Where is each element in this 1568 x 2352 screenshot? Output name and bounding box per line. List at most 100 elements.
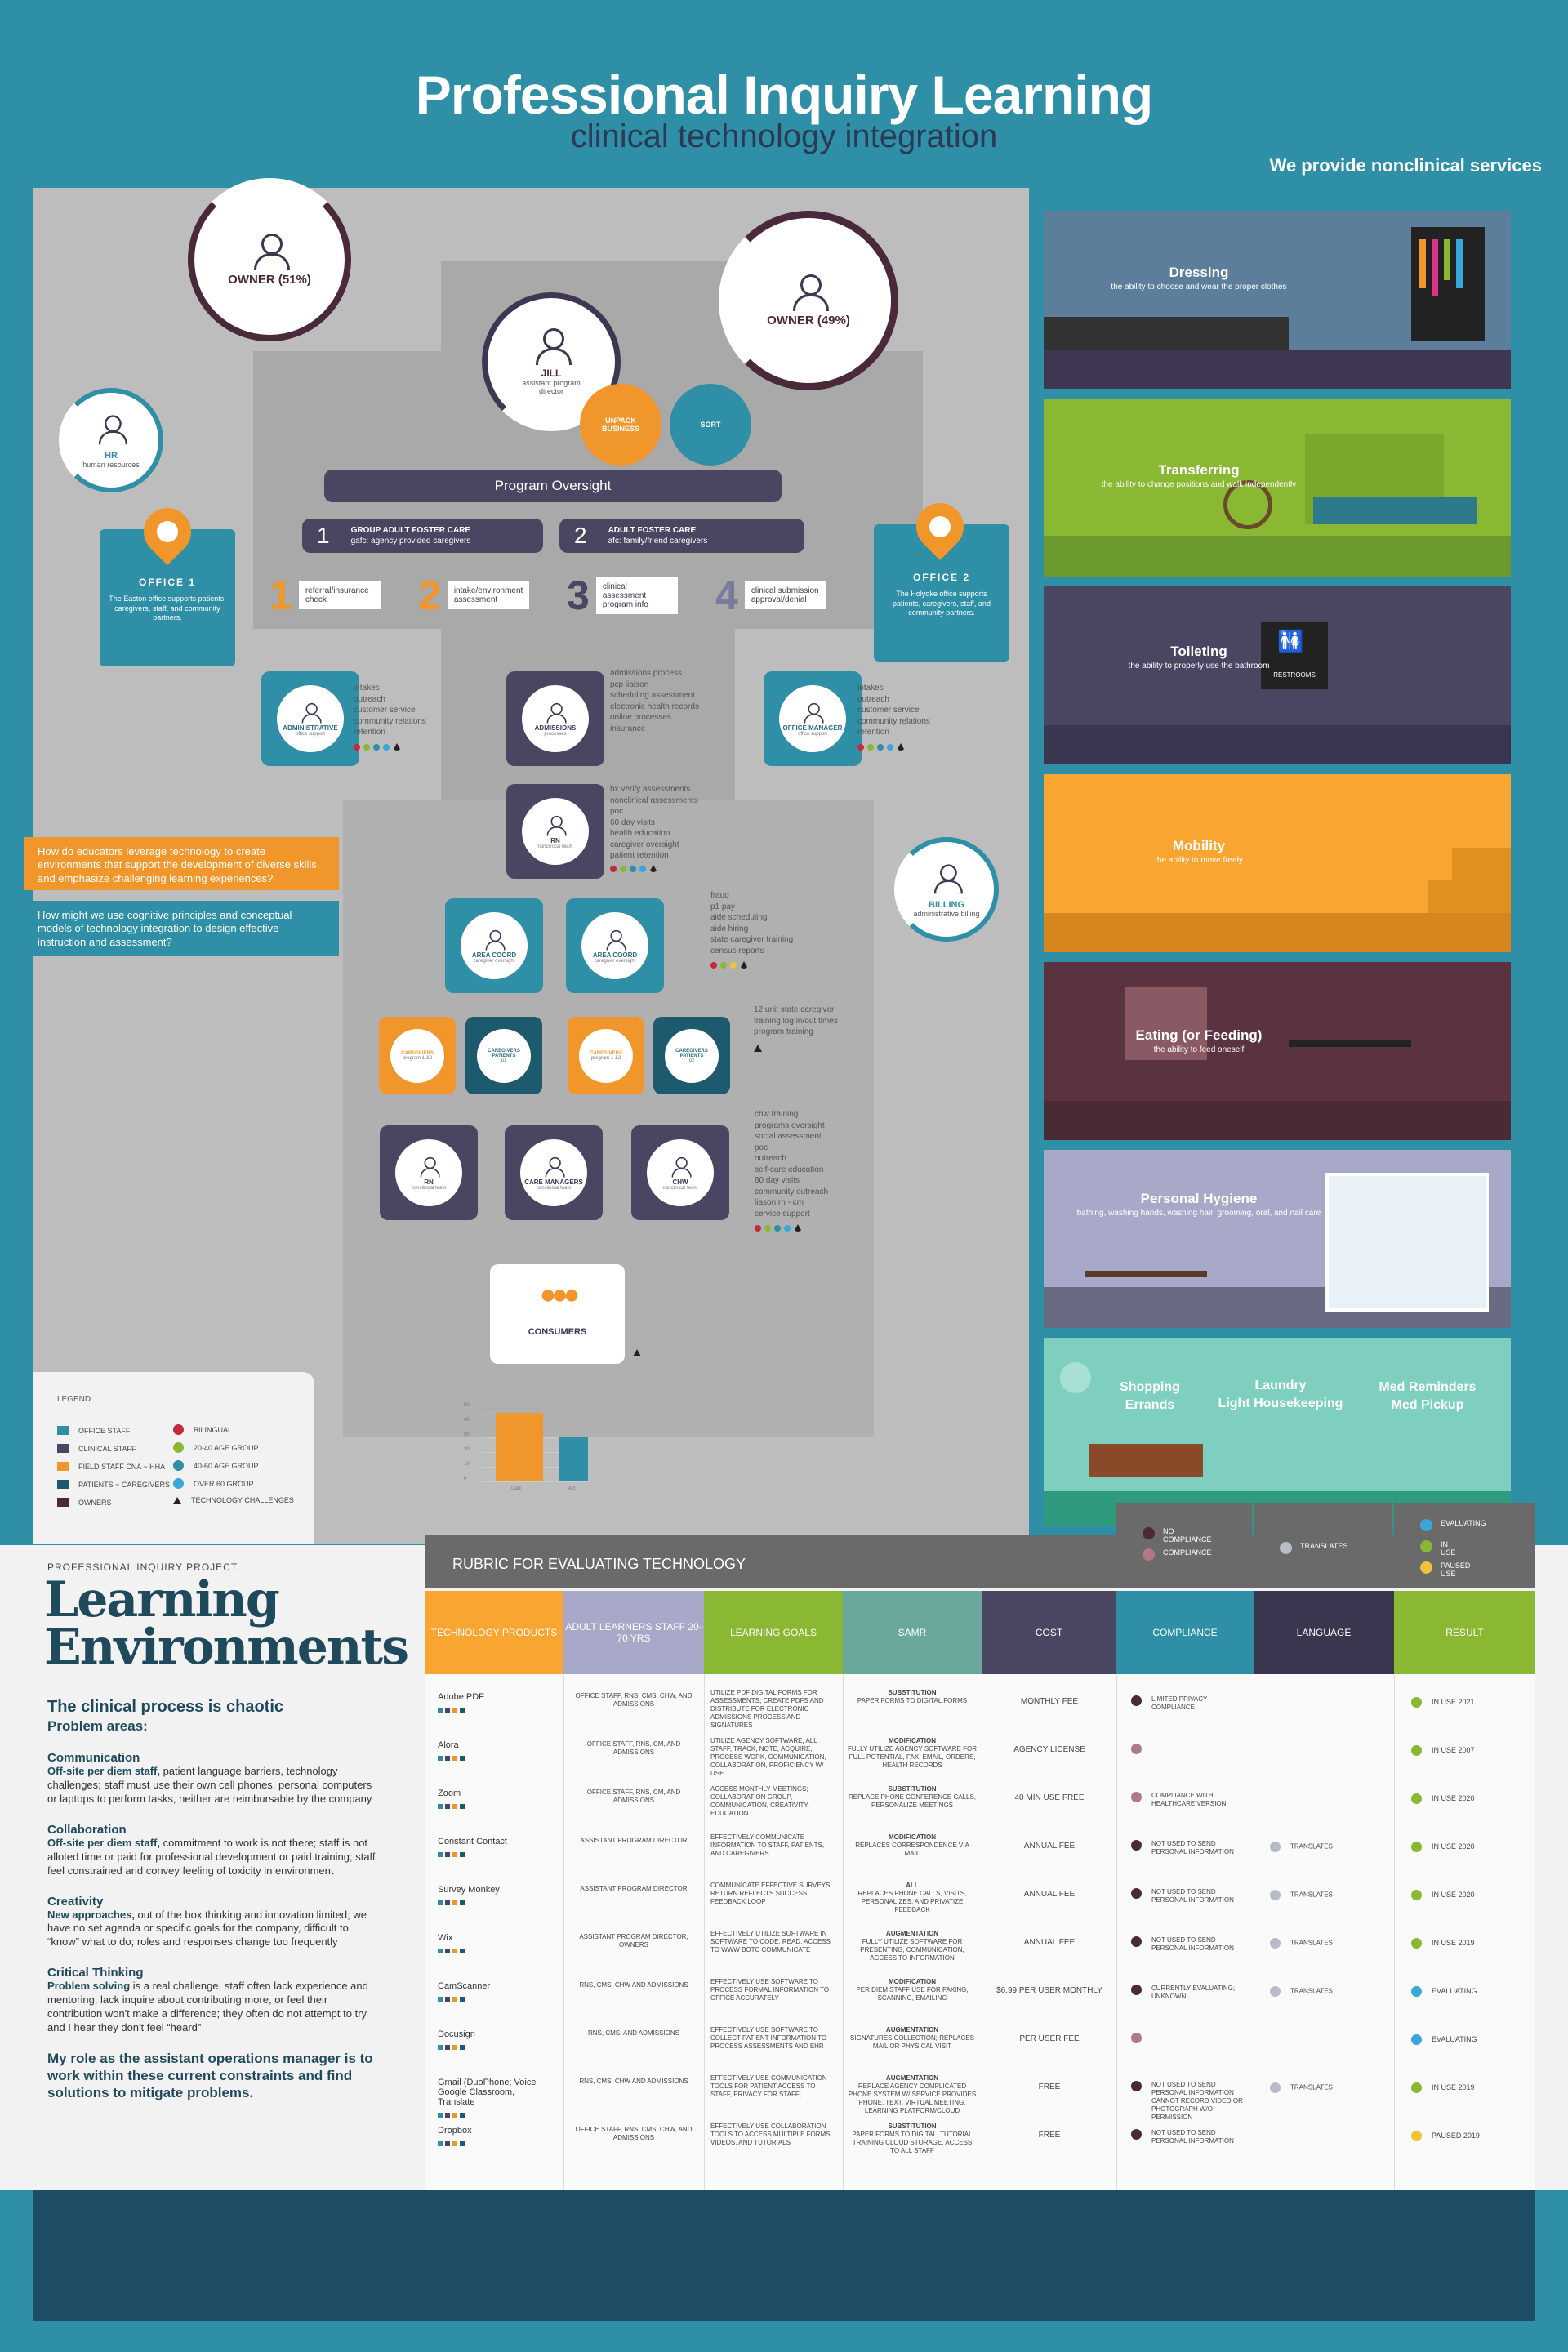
program-title: GROUP ADULT FOSTER CARE [350,526,471,535]
rubric-staff: ASSISTANT PROGRAM DIRECTOR, OWNERS [579,1933,688,1949]
chart-bar-afc [559,1437,588,1481]
sort-circle: SORT [670,384,751,466]
owner-49-circle: OWNER (49%) [719,211,898,390]
col-header-compliance: COMPLIANCE [1116,1591,1254,1674]
rubric-goal: ACCESS MONTHLY MEETINGS; COLLABORATION G… [710,1785,809,1817]
program-desc: gafc: agency provided caregivers [350,537,471,546]
rubric-staff: RNS, CMS, CHW AND ADMISSIONS [579,1981,688,1989]
rubric-result: IN USE 2020 [1411,1842,1530,1852]
office-2-desc: The Holyoke office supports patients, ca… [893,590,991,617]
problem-areas: The clinical process is chaotic Problem … [47,1697,382,2102]
billing-circle: BILLING administrative billing [894,837,999,942]
legend-title: LEGEND [57,1395,91,1404]
legend-dot: 20-40 AGE GROUP [173,1442,259,1453]
rubric-goal: UTILIZE AGENCY SOFTWARE, ALL STAFF, TRAC… [710,1737,826,1777]
rubric-compliance: COMPLIANCE WITH HEALTHCARE VERSION [1131,1792,1250,1808]
footer [33,2190,1535,2321]
person-icon [96,415,128,445]
service-mobility: Mobility the ability to move freely [1044,774,1511,952]
chart-bar-gafc [496,1413,543,1481]
col-body [1116,1674,1254,2192]
rubric-cost: MONTHLY FEE [1020,1697,1079,1706]
service-desc: the ability to properly use the bathroom [1128,662,1270,670]
inquiry-question-2: How might we use cognitive principles an… [24,901,339,956]
rubric-staff: RNS, CMS, AND ADMISSIONS [587,2029,680,2037]
service-title: Laundry [1254,1379,1307,1392]
rubric-product: Survey Monkey [438,1885,552,1908]
rubric-goal: UTILIZE PDF DIGITAL FORMS FOR ASSESSMENT… [710,1689,824,1729]
col-body [564,1674,704,2192]
rubric-staff: RNS, CMS, CHW AND ADMISSIONS [579,2078,688,2085]
rubric-cost: ANNUAL FEE [1023,1842,1076,1851]
col-body [982,1674,1116,2192]
col-body [1254,1674,1394,2192]
legend-dot: OVER 60 GROUP [173,1478,254,1489]
service-personal-hygiene: Personal Hygiene bathing, washing hands,… [1044,1150,1511,1328]
office-1-card: OFFICE 1 The Easton office supports pati… [100,529,235,666]
rubric-result: IN USE 2019 [1411,2082,1530,2093]
owner-49-label: OWNER (49%) [767,313,850,327]
rubric-product: Adobe PDF [438,1692,552,1715]
rubric-staff: ASSISTANT PROGRAM DIRECTOR [580,1885,688,1892]
rubric-language: TRANSLATES [1270,1986,1388,1997]
rubric-product: Zoom [438,1788,552,1811]
hr-role: human resources [82,461,140,469]
rubric-cost: ANNUAL FEE [1023,1938,1076,1947]
service-toileting: RESTROOMS 🚻 Toileting the ability to pro… [1044,586,1511,764]
compliance-legend: NO COMPLIANCE COMPLIANCE [1116,1503,1252,1588]
service-title: Mobility [1172,838,1226,853]
unpack-business-circle: UNPACK BUSINESS [580,384,662,466]
rubric-goal: EFFECTIVELY USE SOFTWARE TO PROCESS FORM… [710,1978,830,2002]
service-desc: the ability to choose and wear the prope… [1111,283,1287,292]
col-header-technology: TECHNOLOGY PRODUCTS [425,1591,564,1674]
rubric-compliance: NOT USED TO SEND PERSONAL INFORMATION [1131,1840,1250,1856]
consumers-label: CONSUMERS [528,1327,587,1337]
problem-heading: The clinical process is chaotic [47,1698,284,1716]
program-number: 1 [317,523,330,548]
billing-role: administrative billing [913,910,980,918]
owner-51-circle: OWNER (51%) [188,178,351,341]
rubric-staff: OFFICE STAFF, RNS, CMS, CHW, AND ADMISSI… [575,1692,693,1708]
section-heading: Collaboration [47,1822,127,1837]
service-title: Eating (or Feeding) [1135,1027,1263,1043]
program-number: 2 [574,523,587,548]
service-title: Dressing [1169,265,1229,280]
unpack-business-label: UNPACK BUSINESS [601,416,639,433]
col-header-cost: COST [982,1591,1116,1674]
restroom-icon: 🚻 [1277,629,1304,653]
service-transferring: Transferring the ability to change posit… [1044,399,1511,577]
service-title: Med Pickup [1391,1397,1464,1412]
person-icon [252,233,290,270]
service-title: Personal Hygiene [1140,1191,1258,1206]
rubric-result: IN USE 2019 [1411,1938,1530,1949]
rubric-staff: OFFICE STAFF, RNS, CM, AND ADMISSIONS [586,1740,681,1756]
office-1-desc: The Easton office supports patients, car… [109,595,226,622]
jill-role: assistant program director [522,379,581,395]
rubric-product: Gmail (DuoPhone; Voice Google Classroom,… [438,2078,552,2120]
rubric-goal: COMMUNICATE EFFECTIVE SURVEYS; RETURN RE… [710,1882,832,1905]
col-header-samr: SAMR [843,1591,982,1674]
col-header-goals: LEARNING GOALS [704,1591,843,1674]
header [0,0,1568,188]
section-heading: Critical Thinking [47,1966,144,1980]
person-icon [301,702,322,724]
col-body [704,1674,843,2192]
person-icon [546,815,567,836]
rubric-compliance: NOT USED TO SEND PERSONAL INFORMATION [1131,1888,1250,1904]
rubric-compliance [1131,1744,1250,1754]
person-icon [484,929,506,951]
